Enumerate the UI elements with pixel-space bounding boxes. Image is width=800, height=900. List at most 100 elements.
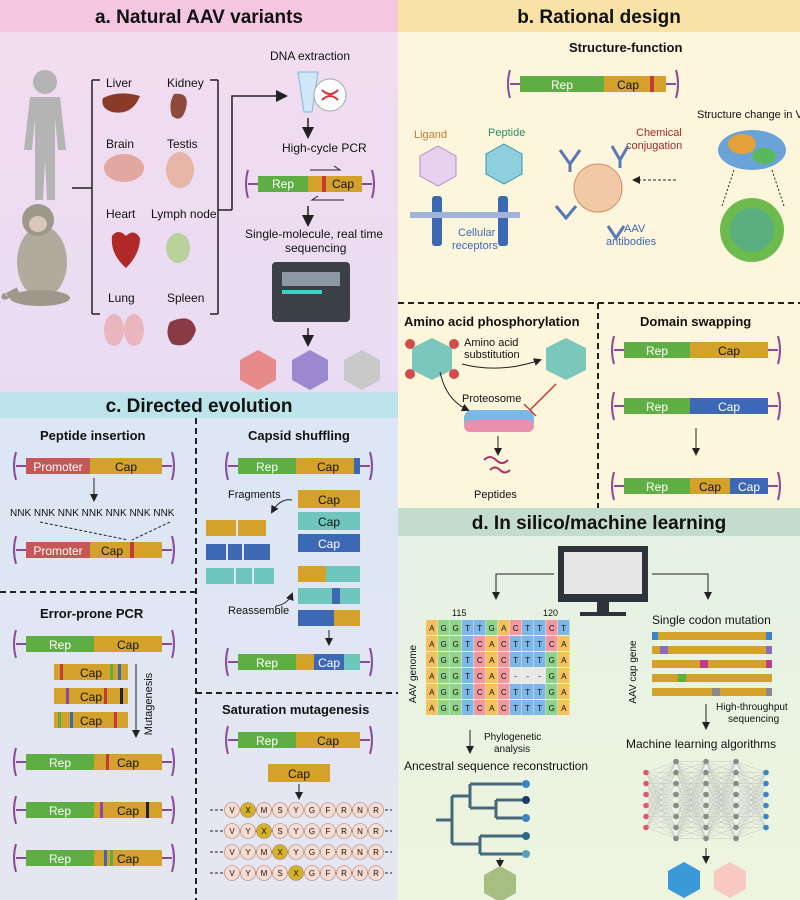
residue-letter: V bbox=[229, 869, 235, 878]
nn-node bbox=[703, 824, 709, 831]
nn-node bbox=[643, 780, 649, 787]
substitution-label-1: Amino acid bbox=[464, 337, 518, 349]
alignment-cell bbox=[534, 684, 546, 699]
amino-acid-phosphorylation-title: Amino acid phosphorylation bbox=[404, 314, 580, 329]
residue-letter: F bbox=[326, 848, 331, 857]
alignment-base: A bbox=[429, 656, 435, 665]
phospho-capsid-icon bbox=[412, 338, 452, 380]
ds2-cap-label: Cap bbox=[718, 400, 740, 414]
cs-cap-1: Cap bbox=[318, 493, 340, 507]
cellular-label-2: receptors bbox=[452, 240, 498, 252]
nn-node bbox=[763, 813, 769, 820]
alignment-base: G bbox=[549, 688, 555, 697]
nn-node bbox=[733, 813, 739, 820]
alignment-cell bbox=[438, 700, 450, 715]
alignment-base: A bbox=[429, 704, 435, 713]
residue-circle bbox=[224, 823, 240, 839]
residue-circle bbox=[288, 844, 304, 860]
alignment-base: T bbox=[537, 656, 542, 665]
alignment-cell bbox=[462, 652, 474, 667]
cs-cap-2: Cap bbox=[318, 515, 340, 529]
peptide-label: Peptide bbox=[488, 127, 525, 139]
alignment-cell bbox=[546, 668, 558, 683]
ds1-rep-label: Rep bbox=[646, 344, 668, 358]
alignment-cell bbox=[534, 620, 546, 635]
nn-node bbox=[733, 824, 739, 831]
residue-circle bbox=[256, 844, 272, 860]
structure-change-label: Structure change in VP3 bbox=[697, 109, 800, 121]
lymph-node-icon bbox=[166, 233, 190, 263]
sm-cap-box bbox=[268, 764, 330, 782]
proteosome-label: Proteosome bbox=[462, 393, 521, 405]
nn-node bbox=[733, 758, 739, 765]
nn-node bbox=[703, 769, 709, 776]
spleen-icon bbox=[167, 318, 196, 346]
alignment-base: A bbox=[561, 640, 567, 649]
alignment-base: C bbox=[549, 624, 555, 633]
alignment-base: T bbox=[465, 624, 470, 633]
alignment-base: A bbox=[429, 624, 435, 633]
residue-letter: S bbox=[277, 869, 282, 878]
human-icon bbox=[24, 70, 66, 200]
neural-network-icon bbox=[643, 758, 769, 842]
residue-circle bbox=[368, 844, 384, 860]
alignment-cell bbox=[534, 700, 546, 715]
alignment-cell bbox=[498, 700, 510, 715]
alignment-cell bbox=[486, 700, 498, 715]
residue-letter: V bbox=[229, 827, 235, 836]
alignment-cell bbox=[510, 684, 522, 699]
smrt-label-2: sequencing bbox=[285, 241, 346, 255]
ep1-rep-label: Rep bbox=[49, 756, 71, 770]
residue-circle bbox=[256, 823, 272, 839]
nn-node bbox=[703, 835, 709, 842]
alignment-base: A bbox=[561, 688, 567, 697]
nn-node bbox=[643, 769, 649, 776]
alignment-cell bbox=[474, 652, 486, 667]
ds-construct-1: Rep Cap bbox=[611, 335, 781, 365]
ep-rep-label: Rep bbox=[49, 638, 71, 652]
substituted-capsid-icon bbox=[546, 338, 586, 380]
residue-letter: F bbox=[326, 806, 331, 815]
alignment-base: T bbox=[537, 640, 542, 649]
ds3-cap-label-a: Cap bbox=[699, 480, 721, 494]
residue-circle bbox=[224, 802, 240, 818]
sm-cap-label: Cap bbox=[317, 734, 339, 748]
alignment-base: A bbox=[561, 672, 567, 681]
nn-node bbox=[673, 824, 679, 831]
ep2-rep-label: Rep bbox=[49, 804, 71, 818]
proteosome-icon bbox=[464, 410, 534, 432]
alignment-cell bbox=[498, 620, 510, 635]
alignment-cell bbox=[426, 652, 438, 667]
ml-capsid-blue-icon bbox=[668, 862, 700, 898]
alignment-cell bbox=[534, 668, 546, 683]
ep3-rep-label: Rep bbox=[49, 852, 71, 866]
panel-a-background bbox=[0, 0, 398, 392]
csb-cap-label: Cap bbox=[318, 656, 340, 670]
alignment-cell bbox=[426, 620, 438, 635]
residue-circle bbox=[368, 823, 384, 839]
nn-node bbox=[673, 791, 679, 798]
nn-node bbox=[703, 791, 709, 798]
fragments-label: Fragments bbox=[228, 489, 281, 501]
residue-letter: N bbox=[357, 806, 363, 815]
nn-node bbox=[643, 791, 649, 798]
alignment-base: T bbox=[525, 656, 530, 665]
alignment-cell bbox=[510, 700, 522, 715]
residue-circle bbox=[240, 802, 256, 818]
residue-circle bbox=[304, 823, 320, 839]
alignment-base: G bbox=[441, 672, 447, 681]
mutagenesis-caps: Cap Cap Cap bbox=[54, 664, 128, 728]
ep2-cap-label: Cap bbox=[117, 804, 139, 818]
residue-letter: R bbox=[341, 827, 347, 836]
peptide-capsid-icon bbox=[485, 143, 523, 185]
tube-icon bbox=[297, 71, 347, 113]
residue-letter: Y bbox=[293, 806, 299, 815]
ep-construct-top: Rep Cap bbox=[13, 629, 175, 659]
alignment-cell bbox=[462, 636, 474, 651]
tree-tips bbox=[522, 780, 530, 858]
alignment-base: T bbox=[477, 624, 482, 633]
residue-letter: N bbox=[357, 827, 363, 836]
alignment-base: C bbox=[501, 688, 507, 697]
sm-rep-label: Rep bbox=[256, 734, 278, 748]
